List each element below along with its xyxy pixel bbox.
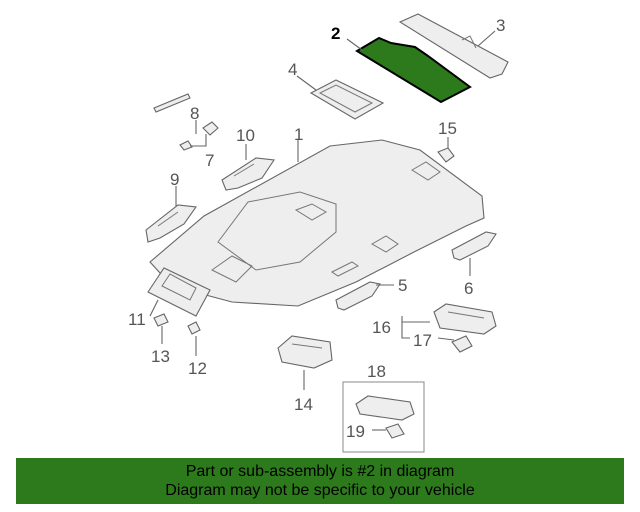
leader-4 (296, 75, 317, 91)
part-9-grab-handle[interactable] (145, 204, 197, 243)
callout-2[interactable]: 2 (331, 24, 340, 43)
callout-9[interactable]: 9 (170, 170, 179, 189)
leader-11 (149, 299, 159, 317)
info-banner: Part or sub-assembly is #2 in diagram Di… (16, 458, 624, 504)
callout-5[interactable]: 5 (398, 276, 407, 295)
part-14-map-lamp[interactable] (277, 335, 333, 369)
callout-4[interactable]: 4 (288, 60, 297, 79)
part-16-dome-lamp[interactable] (433, 303, 497, 335)
part-18-box (342, 381, 425, 453)
callout-1[interactable]: 1 (294, 125, 303, 144)
leader-16-bracket (401, 316, 410, 339)
leader-2 (346, 38, 363, 51)
banner-line-2: Diagram may not be specific to your vehi… (165, 482, 475, 499)
banner-line-1: Part or sub-assembly is #2 in diagram (185, 463, 455, 480)
part-1-headliner[interactable] (149, 139, 485, 307)
part-6-grab-handle[interactable] (451, 231, 497, 261)
callout-6[interactable]: 6 (464, 279, 473, 298)
leader-3 (477, 30, 496, 47)
callout-10[interactable]: 10 (236, 126, 255, 145)
leader-17 (437, 337, 455, 341)
callout-11[interactable]: 11 (128, 310, 146, 329)
part-8-trim-strip[interactable] (153, 93, 191, 113)
headliner-exploded-view: 2 3 4 1 15 10 8 7 9 6 5 11 13 12 14 16 1… (128, 13, 509, 453)
part-2-sunshade-highlighted[interactable] (355, 36, 472, 104)
part-12-clip[interactable] (187, 321, 201, 335)
callout-13[interactable]: 13 (151, 347, 170, 366)
part-7-clip[interactable] (179, 121, 219, 151)
callout-12[interactable]: 12 (188, 359, 207, 378)
part-13-clip[interactable] (153, 313, 169, 327)
callout-7[interactable]: 7 (205, 151, 214, 170)
part-17-bulb[interactable] (451, 335, 473, 353)
callout-17[interactable]: 17 (413, 331, 432, 350)
callout-15[interactable]: 15 (438, 119, 457, 138)
part-5-grab-handle[interactable] (335, 281, 381, 311)
part-11-sun-visor[interactable] (147, 267, 211, 317)
part-3-sunshade-panel[interactable] (398, 13, 509, 79)
leader-7 (190, 134, 207, 147)
part-10-grab-handle[interactable] (221, 157, 275, 191)
callout-8[interactable]: 8 (190, 104, 199, 123)
callout-16[interactable]: 16 (372, 318, 391, 337)
part-4-sunroof-frame[interactable] (309, 79, 385, 120)
callout-14[interactable]: 14 (294, 395, 313, 414)
part-15-bulb[interactable] (437, 147, 455, 163)
callout-3[interactable]: 3 (496, 16, 505, 35)
callout-18[interactable]: 18 (367, 362, 386, 381)
callout-19[interactable]: 19 (346, 422, 365, 441)
